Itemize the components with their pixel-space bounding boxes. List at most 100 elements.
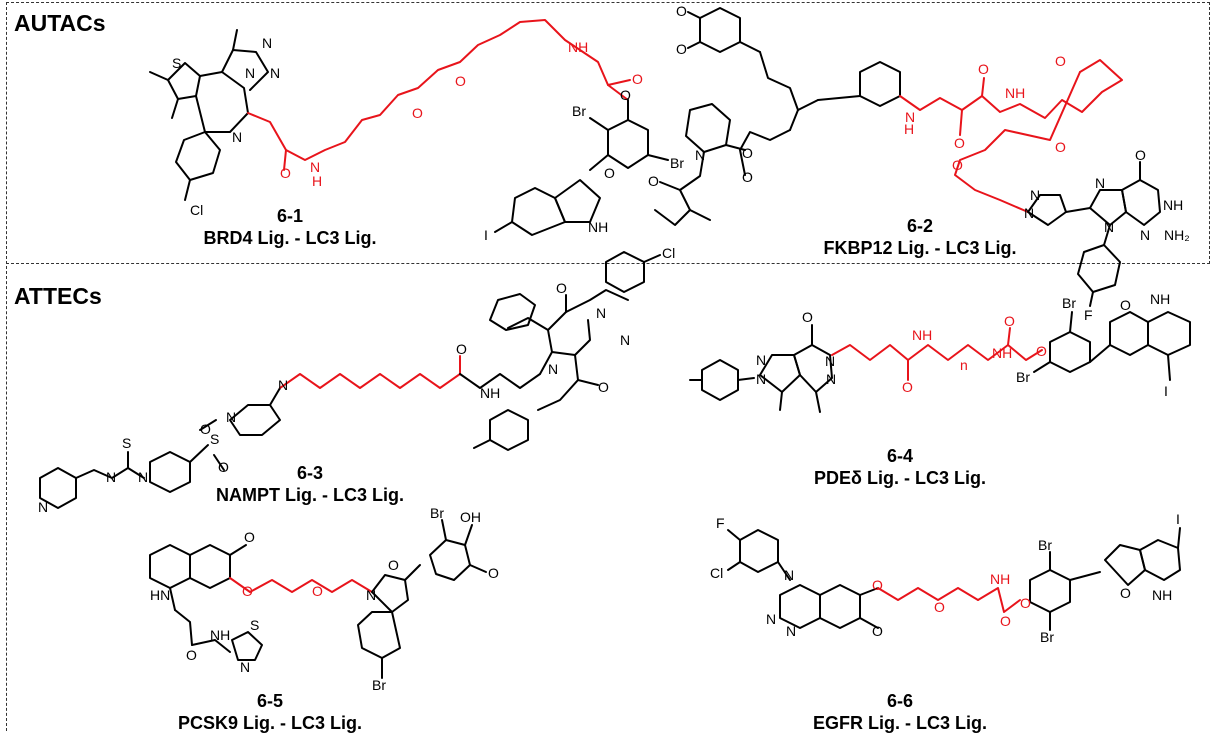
atom-nh-linker-2: NH <box>568 39 588 55</box>
atom-n-63-7: N <box>620 332 630 348</box>
atom-o-66-link-1: O <box>872 577 883 593</box>
atom-o-66-link-2: O <box>934 599 945 615</box>
atom-o-carbonyl-1: O <box>604 165 615 181</box>
atom-n-62-4: N <box>1095 175 1105 191</box>
atom-o-65-2: O <box>186 647 197 663</box>
atom-o-66-2: O <box>1120 585 1131 601</box>
atom-n-63-3: N <box>226 409 236 425</box>
structure-6-1: S N N N N Cl O N H O O NH O O Br Br O NH… <box>149 19 684 243</box>
atom-o-62-1: O <box>676 3 687 19</box>
atom-o-linker-1: O <box>280 165 291 181</box>
atom-n-62-1: N <box>695 147 705 163</box>
compound-6-4: 6-4 PDEδ Lig. - LC3 Lig. <box>800 445 1000 489</box>
structure-6-4: O N N N N O NH n NH O O Br Br O NH I <box>689 291 1191 413</box>
atom-n-4: N <box>232 129 242 145</box>
compound-id: 6-6 <box>886 691 913 711</box>
atom-o-64-link-3: O <box>1036 343 1047 359</box>
atom-n-62-link-1: N <box>905 109 915 125</box>
autacs-title: AUTACs <box>14 10 106 36</box>
atom-o-linker-3: O <box>455 73 466 89</box>
atom-o-62-link-5: O <box>952 157 963 173</box>
atom-nh-62-link: NH <box>1005 85 1025 101</box>
compound-description: PDEδ Lig. - LC3 Lig. <box>814 468 986 488</box>
atom-o-66-link-4: O <box>1020 595 1031 611</box>
compound-6-5: 6-5 PCSK9 Lig. - LC3 Lig. <box>170 690 370 734</box>
atom-o-63-4: O <box>556 280 567 296</box>
atom-n-3: N <box>270 65 280 81</box>
atom-nh-linker-1: N <box>310 159 320 175</box>
atom-o-62-5: O <box>648 173 659 189</box>
atom-o-65-4: O <box>488 565 499 581</box>
atom-n-62-2: N <box>1030 187 1040 203</box>
atom-nh-64-3: NH <box>1150 291 1170 307</box>
atom-h-linker-1: H <box>312 173 322 189</box>
atom-o-62-link-3: O <box>1055 53 1066 69</box>
atom-s-63-thio: S <box>122 435 131 451</box>
atom-n-pyridine: N <box>38 499 48 515</box>
atom-o-62-6: O <box>1135 147 1146 163</box>
atom-n-65-thz: N <box>240 659 250 675</box>
atom-o-63-5: O <box>598 379 609 395</box>
atom-n-2: N <box>262 35 272 51</box>
atom-o-63-2: O <box>218 459 229 475</box>
compound-description: NAMPT Lig. - LC3 Lig. <box>216 485 404 505</box>
atom-o-63-3: O <box>456 341 467 357</box>
structure-6-6: F Cl N N N O O O NH O O Br Br O NH I <box>710 511 1181 645</box>
atom-o-65-1: O <box>244 529 255 545</box>
atom-o-62-4: O <box>742 169 753 185</box>
atom-br-1: Br <box>572 103 586 119</box>
attecs-title: ATTECs <box>14 283 102 309</box>
atom-br-2: Br <box>670 155 684 171</box>
atom-o-62-2: O <box>676 41 687 57</box>
compound-description: PCSK9 Lig. - LC3 Lig. <box>177 713 362 733</box>
compound-description: FKBP12 Lig. - LC3 Lig. <box>823 238 1017 258</box>
atom-o-64-1: O <box>802 309 813 325</box>
atom-nh-64-1: NH <box>912 327 932 343</box>
compound-id: 6-4 <box>886 446 913 466</box>
atom-nh-63-1: N <box>106 469 116 485</box>
atom-br-66-1: Br <box>1038 537 1052 553</box>
compound-id: 6-5 <box>256 691 283 711</box>
atom-o-63-1: O <box>200 421 211 437</box>
atom-o-ether-1: O <box>620 87 631 103</box>
atom-n-66-2: N <box>766 611 776 627</box>
atom-nh-63-3: NH <box>480 385 500 401</box>
atom-n-66-1: N <box>786 623 796 639</box>
compound-6-3: 6-3 NAMPT Lig. - LC3 Lig. <box>200 462 420 506</box>
atom-o-62-3: O <box>742 145 753 161</box>
structure-6-2: O O O O N O N H O O NH O O O N N N O NH … <box>648 3 1190 323</box>
atom-i-1: I <box>484 227 488 243</box>
atom-n-64-2: N <box>756 371 766 387</box>
atom-n-62-3: N <box>1024 205 1034 221</box>
autacs-panel <box>6 2 1210 264</box>
attecs-panel <box>6 266 1210 731</box>
atom-n-63-4: N <box>278 377 288 393</box>
atom-nh-65: NH <box>210 627 230 643</box>
atom-n-65: N <box>366 587 376 603</box>
compound-id: 6-1 <box>276 206 303 226</box>
atom-nh-66: N <box>784 567 794 583</box>
atom-nh-62: NH <box>1163 197 1183 213</box>
atom-s-63: S <box>210 431 219 447</box>
atom-o-64-link-2: O <box>1004 313 1015 329</box>
atom-hn-65: HN <box>150 587 170 603</box>
atom-s-65: S <box>250 617 259 633</box>
atom-f-66: F <box>716 515 725 531</box>
atom-n-62-6: N <box>1104 219 1114 235</box>
structure-6-3: S O O S N N N N N O NH N O N N Cl O <box>38 245 675 515</box>
atom-o-66-1: O <box>872 623 883 639</box>
atom-br-64-2: Br <box>1016 369 1030 385</box>
compound-description: BRD4 Lig. - LC3 Lig. <box>203 228 377 248</box>
atom-o-62-link-4: O <box>1055 139 1066 155</box>
atom-f-62: F <box>1084 307 1093 323</box>
atom-i-66: I <box>1176 511 1180 527</box>
atom-i-64: I <box>1164 383 1168 399</box>
atom-br-66-2: Br <box>1040 629 1054 645</box>
atom-o-65-3: O <box>388 557 399 573</box>
atom-cl-1: Cl <box>190 202 203 218</box>
atom-n-63-6: N <box>596 305 606 321</box>
atom-n-63-5: N <box>548 361 558 377</box>
atom-n-64-3: N <box>825 353 835 369</box>
structure-6-5: HN O O NH S N O O N O Br Br OH O <box>149 505 499 693</box>
